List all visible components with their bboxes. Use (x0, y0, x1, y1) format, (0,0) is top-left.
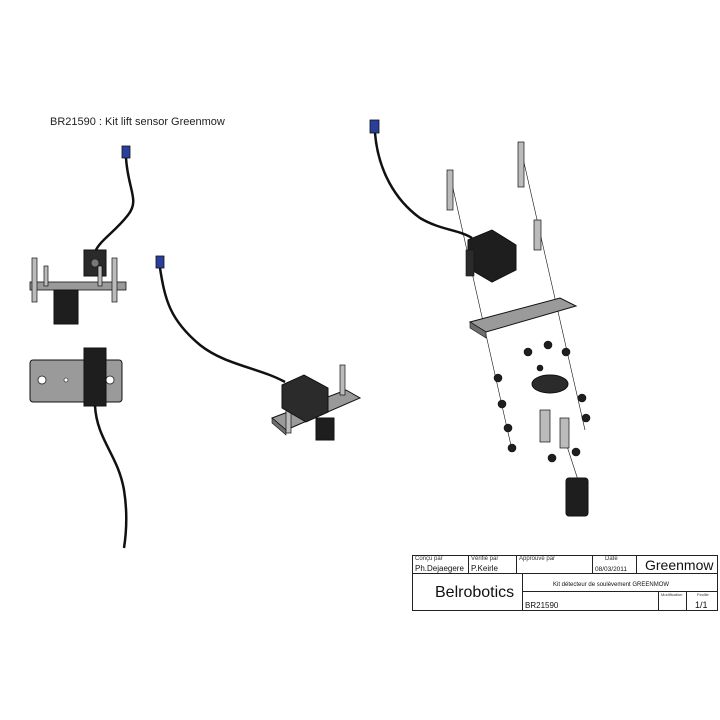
exploded-view (369, 119, 591, 517)
product-name: Greenmow (645, 557, 714, 573)
top-view (29, 347, 128, 549)
company-name: Belrobotics (435, 584, 515, 601)
connector-icon (155, 255, 165, 269)
magnet-housing (565, 477, 589, 517)
sheet-number: 1/1 (695, 600, 708, 610)
date-value: 08/03/2011 (595, 566, 628, 573)
sensor-body (467, 229, 517, 283)
connector-icon (121, 145, 131, 159)
product-cell: Greenmow (637, 556, 717, 574)
designed-by-value: Ph.Dejaegere (415, 564, 464, 573)
magnet-housing (315, 417, 335, 441)
cable (93, 157, 135, 253)
sheet-label: Feuille (697, 592, 709, 597)
cable (93, 405, 128, 549)
sensor-body (281, 374, 329, 423)
checked-by-label: Vérifié par (471, 556, 499, 562)
sensor-body (83, 347, 107, 407)
magnet-housing (53, 289, 79, 325)
description-cell: Kit détecteur de soulèvement GREENMOW (523, 574, 717, 592)
connector-icon (369, 119, 380, 134)
modification-cell: Modification (659, 592, 687, 610)
date-label: Date (605, 556, 618, 562)
date-cell: Date 08/03/2011 (593, 556, 637, 574)
side-view (29, 145, 135, 325)
title-block: Conçu par Ph.Dejaegere Vérifié par P.Kei… (412, 555, 718, 611)
approved-by-label: Approuvé par (519, 556, 556, 562)
approved-by-cell: Approuvé par (517, 556, 593, 574)
description-text: Kit détecteur de soulèvement GREENMOW (553, 582, 670, 588)
isometric-view (155, 255, 362, 441)
modification-label: Modification (661, 592, 683, 597)
part-number-cell: BR21590 (523, 592, 659, 610)
drawing-title: BR21590 : Kit lift sensor Greenmow (50, 116, 225, 128)
checked-by-cell: Vérifié par P.Keirle (469, 556, 517, 574)
designed-by-label: Conçu par (415, 556, 443, 562)
checked-by-value: P.Keirle (471, 564, 498, 573)
part-number: BR21590 (525, 601, 559, 610)
cable (373, 132, 473, 240)
sheet-cell: Feuille 1/1 (687, 592, 717, 610)
mounting-plate (468, 297, 578, 333)
company-cell: Belrobotics (413, 574, 523, 610)
cable (158, 267, 286, 384)
designed-by-cell: Conçu par Ph.Dejaegere (413, 556, 469, 574)
magnet-disc (531, 374, 569, 394)
